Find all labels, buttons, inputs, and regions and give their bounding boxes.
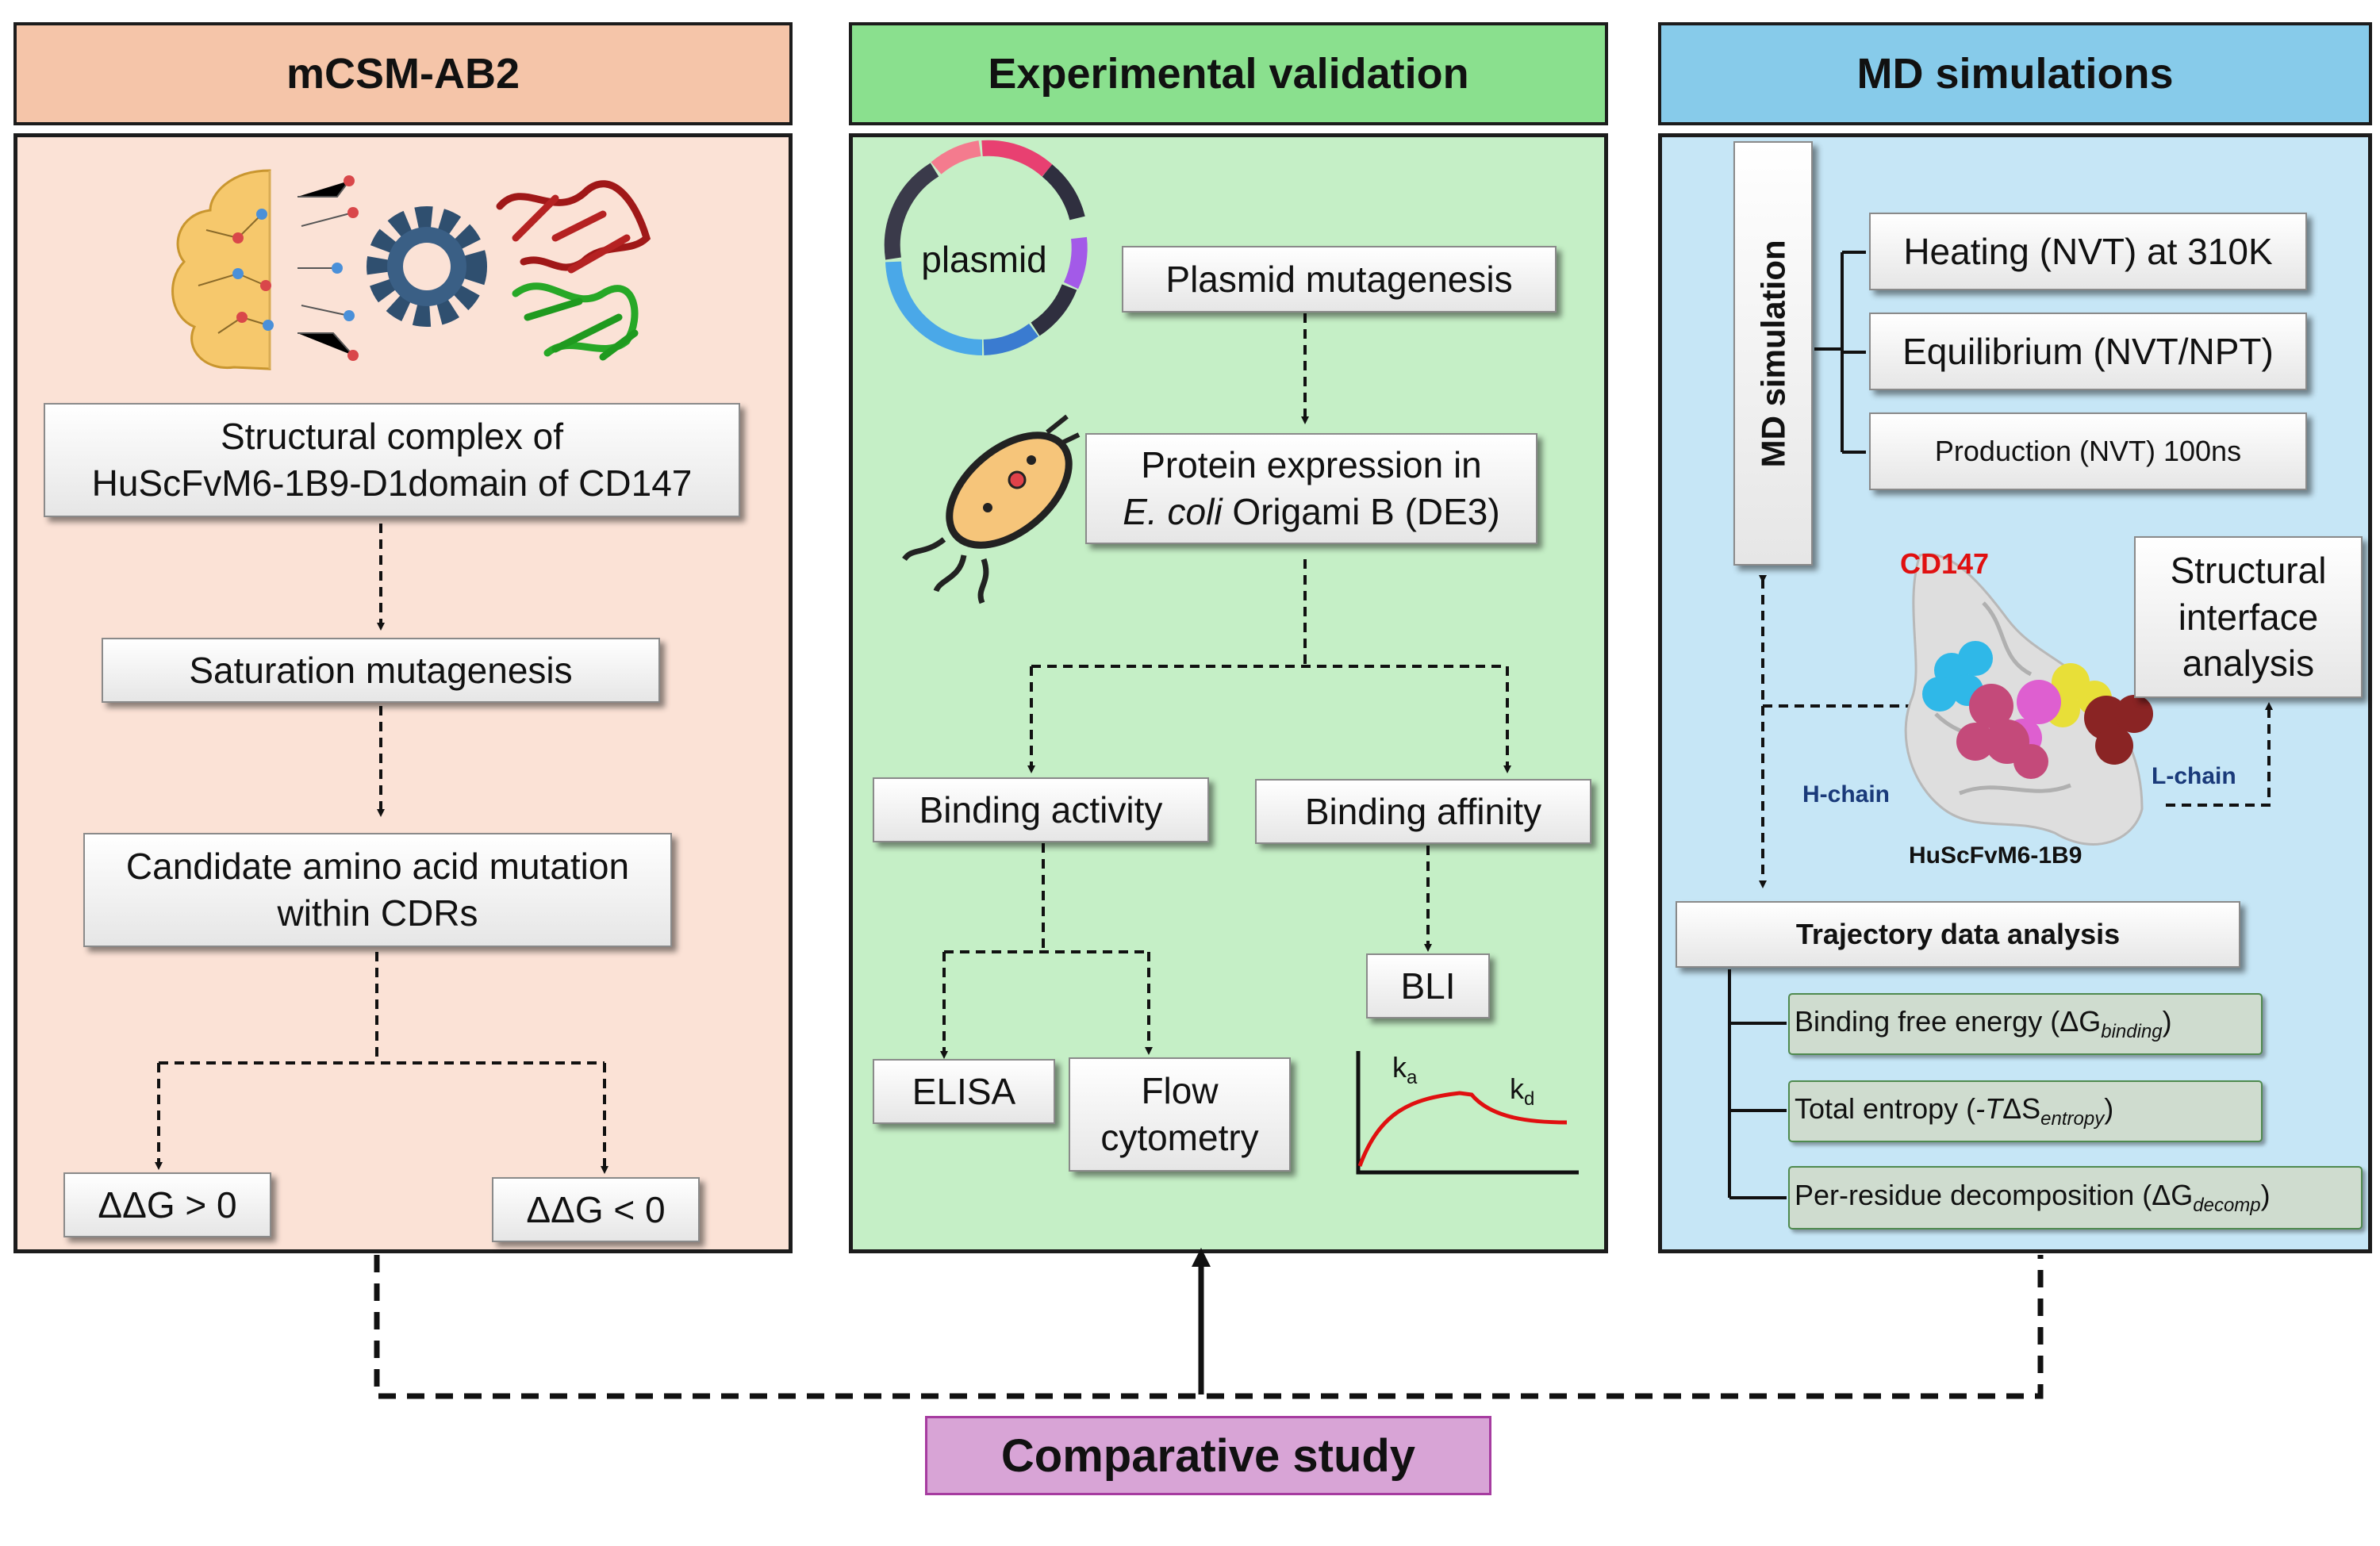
elisa-box: ELISA — [873, 1059, 1055, 1124]
total-entropy-end: ) — [2104, 1091, 2114, 1125]
trajectory-analysis-label: Trajectory data analysis — [1795, 917, 2121, 950]
trajectory-analysis-box: Trajectory data analysis — [1676, 901, 2240, 968]
binding-affinity-label: Binding affinity — [1304, 790, 1542, 832]
ka-label: ka — [1392, 1051, 1417, 1089]
structural-interface-box: Structural interface analysis — [2134, 536, 2363, 698]
candidate-mutation-line2: within CDRs — [277, 892, 478, 934]
bacterium-icon — [902, 414, 1081, 604]
equilibrium-label: Equilibrium (NVT/NPT) — [1902, 330, 2274, 372]
protein-structure-icon — [496, 180, 651, 361]
per-residue-end: ) — [2260, 1178, 2271, 1211]
bli-box: BLI — [1366, 953, 1490, 1019]
kinetics-plot — [1356, 1051, 1579, 1175]
plasmid-mutagenesis-box: Plasmid mutagenesis — [1122, 246, 1557, 313]
structural-complex-line2: HuScFvM6-1B9-D1domain of CD147 — [91, 462, 693, 504]
plasmid-label: plasmid — [921, 239, 1047, 280]
per-residue-label: Per-residue decomposition (ΔGdecomp) — [1795, 1179, 2271, 1217]
binding-free-energy-label: Binding free energy (ΔGbinding) — [1795, 1005, 2172, 1043]
experimental-header-title: Experimental validation — [988, 50, 1469, 98]
binding-activity-label: Binding activity — [919, 788, 1163, 831]
flow-cytometry-box: Flow cytometry — [1069, 1057, 1291, 1172]
production-label: Production (NVT) 100ns — [1934, 434, 2242, 467]
structural-interface-line1: Structural — [2170, 549, 2327, 591]
binding-activity-box: Binding activity — [873, 777, 1209, 842]
ka-subscript: a — [1407, 1067, 1418, 1089]
per-residue-text: Per-residue decomposition (ΔG — [1795, 1178, 2194, 1211]
md-header-title: MD simulations — [1856, 50, 2174, 98]
total-entropy-sub: entropy — [2040, 1108, 2105, 1130]
total-entropy-italic: -T — [1975, 1091, 2003, 1125]
line-trajectory-tree — [1728, 969, 1787, 1199]
kd-symbol: k — [1510, 1072, 1524, 1105]
ddg-positive-box: ΔΔG > 0 — [63, 1172, 271, 1237]
protein-expression-box: Protein expression in E. coli Origami B … — [1085, 433, 1537, 544]
structural-complex-box: Structural complex of HuScFvM6-1B9-D1dom… — [44, 403, 740, 517]
flow-cytometry-line1: Flow — [1141, 1070, 1219, 1112]
h-chain-label: H-chain — [1802, 781, 1891, 808]
structural-interface-line2: interface — [2178, 596, 2319, 638]
ai-brain-icon — [171, 169, 359, 370]
plasmid-mutagenesis-label: Plasmid mutagenesis — [1165, 258, 1513, 300]
total-entropy-box: Total entropy (-TΔSentropy) — [1788, 1080, 2263, 1142]
binding-affinity-box: Binding affinity — [1255, 779, 1591, 844]
binding-free-energy-sub: binding — [2101, 1021, 2163, 1043]
candidate-mutation-line1: Candidate amino acid mutation — [125, 846, 630, 888]
gear-icon — [367, 206, 487, 327]
candidate-mutation-box: Candidate amino acid mutation within CDR… — [83, 833, 672, 947]
mcsm-header-title: mCSM-AB2 — [286, 50, 520, 98]
per-residue-box: Per-residue decomposition (ΔGdecomp) — [1788, 1166, 2363, 1230]
structural-complex-line1: Structural complex of — [220, 416, 564, 458]
l-chain-label: L-chain — [2152, 763, 2236, 789]
cd147-label: CD147 — [1900, 547, 1990, 580]
kd-label: kd — [1510, 1072, 1534, 1111]
mcsm-header: mCSM-AB2 — [13, 22, 793, 125]
ddg-negative-label: ΔΔG < 0 — [526, 1188, 666, 1230]
protein-complex-illustration — [1904, 553, 2153, 846]
comparative-study-label: Comparative study — [1000, 1429, 1416, 1482]
elisa-label: ELISA — [912, 1070, 1016, 1112]
bli-label: BLI — [1400, 965, 1456, 1007]
saturation-mutagenesis-label: Saturation mutagenesis — [189, 649, 573, 691]
comparative-study-box: Comparative study — [925, 1416, 1491, 1495]
binding-free-energy-text: Binding free energy (ΔG — [1795, 1004, 2102, 1038]
protein-expression-line2: E. coli Origami B (DE3) — [1123, 489, 1499, 535]
origami-label: Origami B (DE3) — [1222, 491, 1500, 532]
ddg-negative-box: ΔΔG < 0 — [492, 1177, 700, 1242]
arrow-to-interface — [2166, 702, 2273, 807]
saturation-mutagenesis-box: Saturation mutagenesis — [102, 638, 660, 703]
equilibrium-box: Equilibrium (NVT/NPT) — [1869, 313, 2307, 390]
per-residue-sub: decomp — [2193, 1195, 2261, 1217]
kd-subscript: d — [1524, 1088, 1535, 1111]
md-simulation-box: MD simulation — [1733, 141, 1813, 566]
plasmid-icon — [884, 140, 1088, 355]
total-entropy-text: Total entropy ( — [1795, 1091, 1976, 1125]
protein-expression-line1: Protein expression in — [1141, 444, 1482, 486]
line-bottom-connector — [374, 1255, 2044, 1399]
total-entropy-delta: ΔS — [2002, 1091, 2041, 1125]
line-md-tree — [1814, 251, 1866, 454]
huscfv-label: HuScFvM6-1B9 — [1909, 842, 2082, 869]
heating-label: Heating (NVT) at 310K — [1903, 230, 2273, 272]
binding-free-energy-end: ) — [2162, 1004, 2172, 1038]
ka-symbol: k — [1392, 1051, 1407, 1084]
production-box: Production (NVT) 100ns — [1869, 412, 2307, 490]
md-header: MD simulations — [1658, 22, 2372, 125]
flow-cytometry-line2: cytometry — [1100, 1117, 1259, 1158]
total-entropy-label: Total entropy (-TΔSentropy) — [1795, 1092, 2113, 1130]
binding-free-energy-box: Binding free energy (ΔGbinding) — [1788, 993, 2263, 1055]
experimental-header: Experimental validation — [849, 22, 1608, 125]
structural-interface-line3: analysis — [2182, 643, 2315, 685]
heating-box: Heating (NVT) at 310K — [1869, 213, 2307, 290]
md-simulation-label: MD simulation — [1754, 239, 1792, 468]
ecoli-label: E. coli — [1123, 491, 1223, 532]
ddg-positive-label: ΔΔG > 0 — [98, 1183, 237, 1226]
